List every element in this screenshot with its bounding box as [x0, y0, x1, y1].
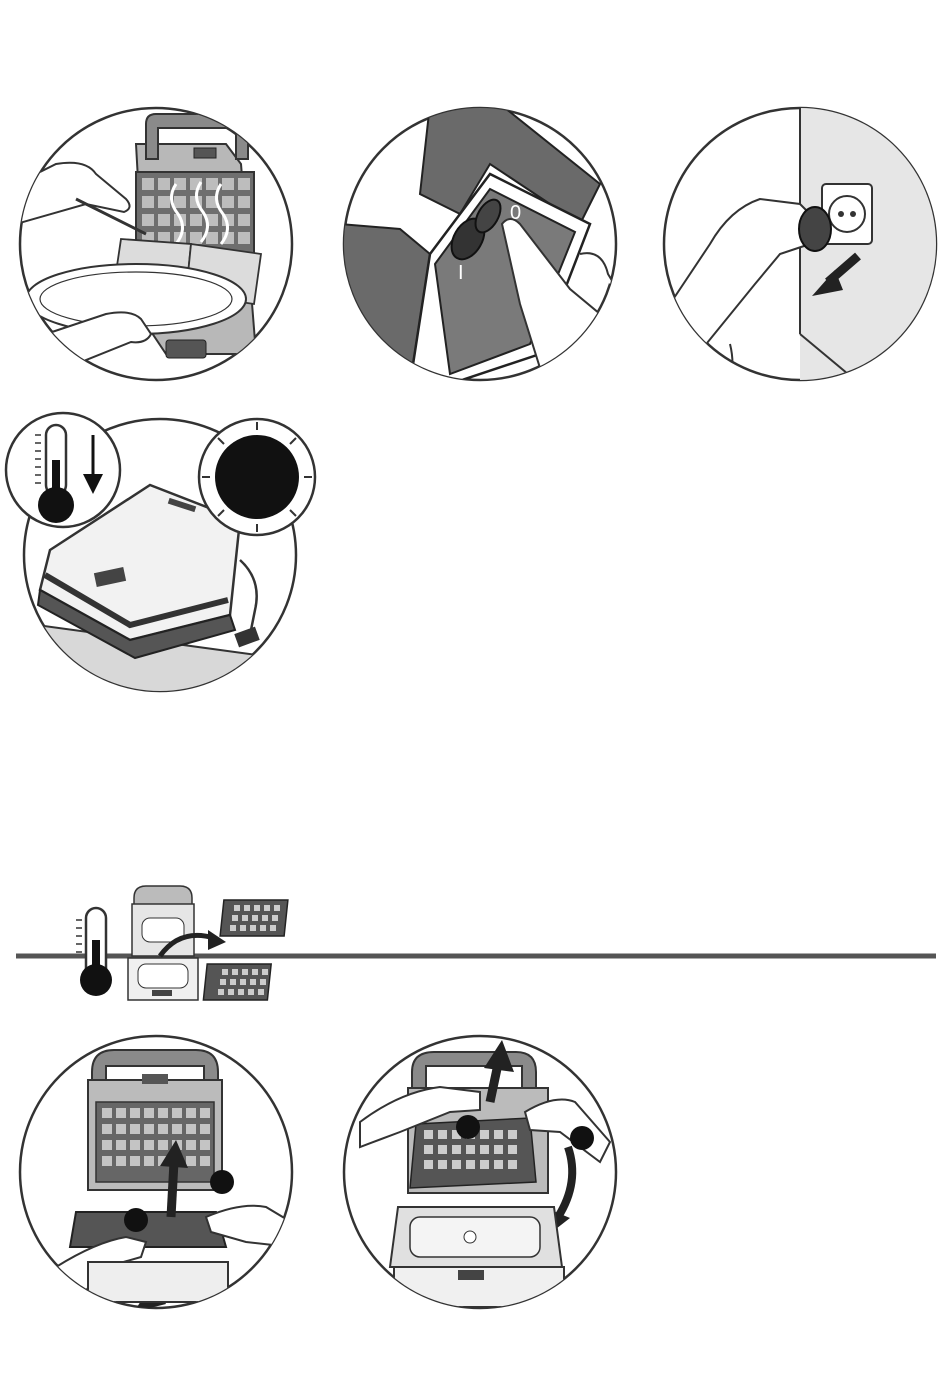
- timer-clock-icon: [196, 416, 318, 538]
- unplug-illustration: [660, 104, 940, 384]
- thermometer-down-icon: [3, 410, 123, 530]
- insert-plate-illustration: [16, 1032, 296, 1312]
- removable-plate-icon: [203, 900, 288, 1000]
- open-appliance-icon: [128, 886, 198, 1000]
- power-switch-illustration: I 0: [340, 104, 620, 384]
- remove-waffles-illustration: [16, 104, 296, 384]
- switch-icon: I 0: [340, 104, 620, 384]
- remove-plate-illustration: [340, 1032, 620, 1312]
- switch-on-label: I: [458, 262, 464, 284]
- cool-plates-removal-overview: [0, 880, 950, 1020]
- thermometer-icon: [76, 908, 112, 996]
